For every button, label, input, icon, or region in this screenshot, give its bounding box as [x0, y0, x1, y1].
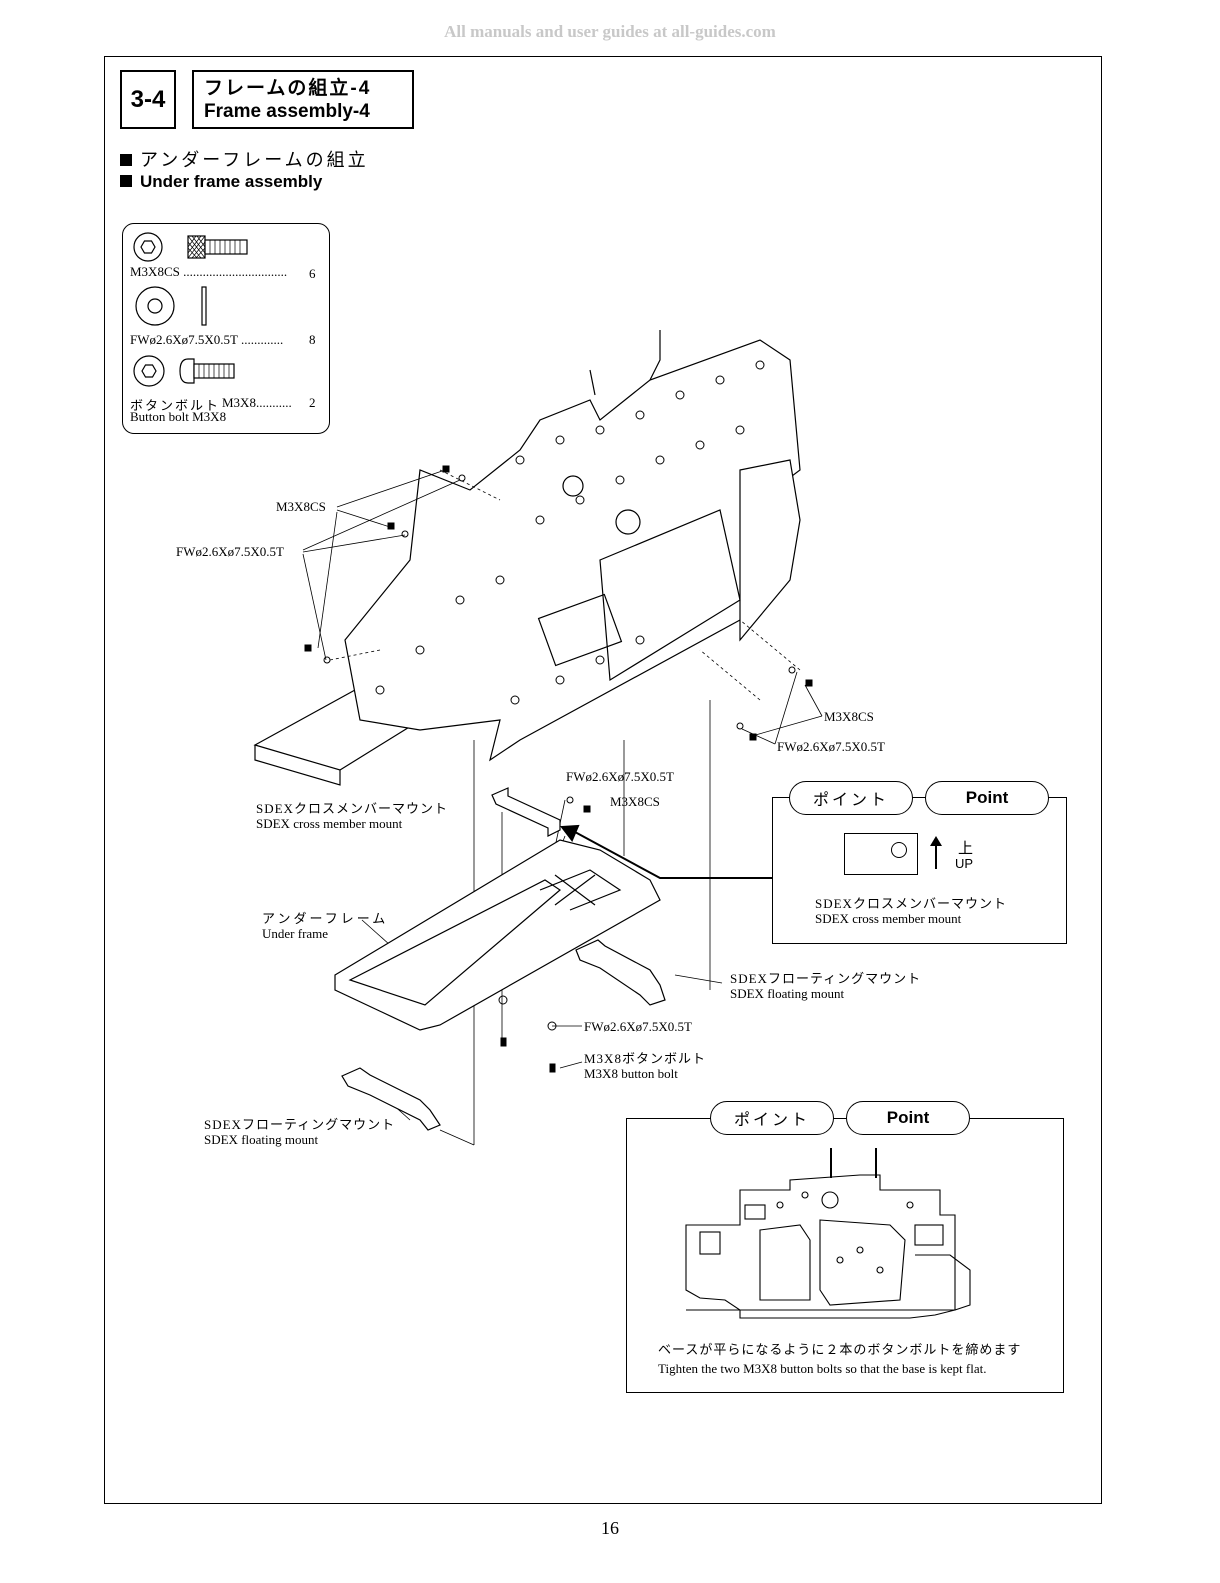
- callout-washer-right: FWø2.6Xø7.5X0.5T: [777, 739, 885, 754]
- callout-cross-member-en: SDEX cross member mount: [256, 816, 403, 831]
- callout-cross-member-jp: SDEXクロスメンバーマウント: [256, 801, 448, 816]
- part-dots: .............: [237, 332, 284, 347]
- callout-m3x8cs-right: M3X8CS: [824, 709, 874, 724]
- part-washer: FWø2.6Xø7.5X0.5T .............: [130, 332, 283, 348]
- cap-screw-icon: [187, 235, 248, 259]
- watermark: All manuals and user guides at all-guide…: [444, 22, 776, 41]
- up-arrow-icon: [935, 843, 937, 869]
- part-name: M3X8CS: [130, 264, 180, 279]
- callout-washer-left: FWø2.6Xø7.5X0.5T: [176, 544, 284, 559]
- title-en: Frame assembly-4: [204, 101, 370, 122]
- callout-under-frame-en: Under frame: [262, 926, 329, 941]
- page-title: フレームの組立-4 Frame assembly-4: [192, 70, 414, 129]
- section-heading-en: Under frame assembly: [120, 172, 322, 192]
- hex-socket-icon: [133, 232, 163, 262]
- up-arrowhead-icon: [930, 836, 942, 846]
- main-chassis-drawing: [253, 330, 801, 786]
- point-box-cross-member: [772, 797, 1067, 944]
- washer-icon: [135, 286, 207, 326]
- part-button-bolt-jp: ボタンボルト: [130, 398, 221, 413]
- hardware-marks: [304, 465, 813, 1073]
- callout-button-bolt-jp: M3X8ボタンボルト: [584, 1051, 706, 1066]
- part-button-bolt-en: Button bolt M3X8: [130, 409, 227, 424]
- part-qty: 2: [309, 395, 316, 410]
- step-number: 3-4: [120, 70, 176, 129]
- section-en-text: Under frame assembly: [140, 172, 323, 191]
- cross-member-mount-drawing: [491, 787, 561, 837]
- point2-label-en: Point: [846, 1101, 970, 1135]
- up-label: UP: [955, 856, 974, 871]
- square-bullet-icon: [120, 175, 132, 187]
- part-name: M3X8: [222, 395, 256, 410]
- square-bullet-icon: [120, 154, 132, 166]
- floating-mount-left-drawing: [341, 1067, 441, 1131]
- part-button-bolt: M3X8...........: [222, 395, 292, 411]
- parts-list: [122, 223, 330, 434]
- page-number: 16: [601, 1518, 619, 1538]
- callout-floating-left-jp: SDEXフローティングマウント: [204, 1117, 396, 1132]
- button-bolt-icon: [133, 355, 235, 387]
- part-dots: ...........: [255, 395, 292, 410]
- callout-floating-left-en: SDEX floating mount: [204, 1132, 319, 1147]
- callout-washer-mid: FWø2.6Xø7.5X0.5T: [566, 769, 674, 784]
- point1-caption-en: SDEX cross member mount: [815, 911, 962, 926]
- callout-floating-right-en: SDEX floating mount: [730, 986, 845, 1001]
- callout-under-frame-jp: アンダーフレーム: [262, 911, 389, 926]
- page-frame: [104, 56, 1102, 1504]
- point1-label-jp: ポイント: [789, 781, 913, 815]
- section-heading-jp: アンダーフレームの組立: [120, 146, 369, 172]
- callout-m3x8cs-mid: M3X8CS: [610, 794, 660, 809]
- under-frame-drawing: [334, 839, 661, 1031]
- point2-label-jp: ポイント: [710, 1101, 834, 1135]
- up-label-jp: 上: [958, 841, 974, 857]
- part-m3x8cs: M3X8CS ................................: [130, 264, 287, 280]
- part-dots: ................................: [179, 264, 288, 279]
- callout-washer-bottom: FWø2.6Xø7.5X0.5T: [584, 1019, 692, 1034]
- mount-hole-icon: [891, 842, 907, 858]
- title-jp: フレームの組立-4: [204, 78, 372, 99]
- part-qty: 6: [309, 266, 316, 281]
- part-qty: 8: [309, 332, 316, 347]
- point1-arrow: [560, 824, 772, 879]
- section-jp-text: アンダーフレームの組立: [140, 150, 369, 170]
- point2-caption-jp: ベースが平らになるように２本のボタンボルトを締めます: [658, 1342, 1022, 1357]
- callout-floating-right-jp: SDEXフローティングマウント: [730, 971, 922, 986]
- point1-caption-jp: SDEXクロスメンバーマウント: [815, 896, 1007, 911]
- floating-mount-right-drawing: [575, 939, 666, 1006]
- callout-button-bolt-en: M3X8 button bolt: [584, 1066, 678, 1081]
- part-name: FWø2.6Xø7.5X0.5T: [130, 332, 238, 347]
- point1-label-en: Point: [925, 781, 1049, 815]
- callout-m3x8cs-top: M3X8CS: [276, 499, 326, 514]
- point2-caption-en: Tighten the two M3X8 button bolts so tha…: [658, 1361, 987, 1376]
- cross-member-detail: [844, 833, 918, 875]
